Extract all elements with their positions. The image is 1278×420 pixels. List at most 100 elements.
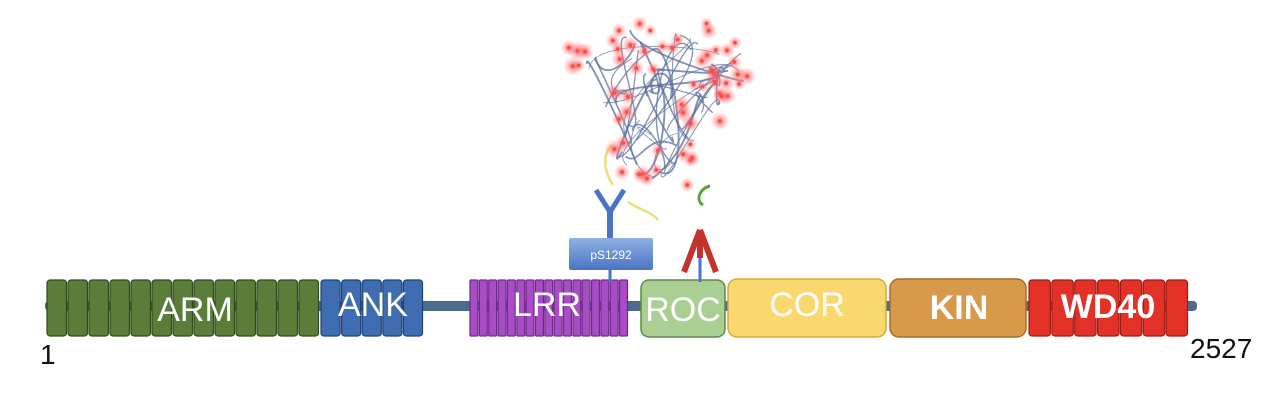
domain-kin-label: KIN: [930, 289, 989, 327]
aggregate-dot: [660, 44, 665, 49]
aggregate-dot: [688, 121, 693, 126]
aggregate-fiber: [654, 133, 677, 170]
aggregate-dot: [690, 155, 694, 160]
lrr-segment: [544, 279, 554, 337]
aggregate-dot: [617, 28, 621, 33]
aggregate-dot: [626, 94, 630, 99]
lrr-segment: [534, 279, 545, 337]
aggregate-fiber: [642, 73, 675, 143]
ank-segment: [402, 279, 424, 337]
antibody-roc-arm-right: [697, 228, 719, 274]
domain-arm: ARM: [46, 279, 320, 337]
aggregate-dot: [656, 148, 660, 153]
aggregate-dot: [699, 59, 704, 63]
position-end-label: 2527: [1190, 333, 1252, 364]
arm-segment: [46, 279, 68, 337]
aggregate-fiber: [637, 126, 667, 150]
aggregate-dot: [675, 37, 680, 42]
roc-box: [640, 279, 726, 338]
wd40-repeat-segments: [1028, 279, 1189, 337]
aggregate-dot: [736, 72, 740, 77]
ank-segment: [382, 279, 403, 337]
aggregate-fiber: [695, 91, 714, 114]
aggregate-dot: [654, 168, 659, 172]
aggregate-dot: [712, 80, 717, 84]
aggregate-dot: [725, 48, 729, 53]
aggregate-dot: [718, 119, 722, 123]
domain-ank: ANK: [320, 279, 424, 337]
domain-ank-label: ANK: [338, 286, 408, 324]
cor-box: [727, 278, 887, 338]
aggregate-dot: [710, 68, 714, 73]
lrr-segment: [478, 279, 488, 337]
domain-lrr: LRR: [469, 279, 629, 337]
aggregate-dot: [688, 142, 693, 147]
aggregate-dot: [733, 40, 737, 45]
domain-wd40: WD40: [1028, 279, 1189, 337]
lrr-segment: [572, 279, 582, 337]
arm-segment: [256, 279, 278, 337]
lrr-segment: [609, 279, 619, 337]
aggregate-dot: [567, 45, 571, 50]
antibody-ps1292-arm-left: [593, 188, 613, 214]
arm-segment: [151, 279, 173, 337]
lrr-segment: [497, 279, 507, 337]
lrr-segment: [516, 279, 526, 337]
lrr-segment: [488, 279, 498, 337]
arm-segment: [67, 279, 89, 337]
aggregate-dot: [651, 67, 656, 71]
ank-repeat-segments: [320, 279, 424, 337]
aggregate-dot: [670, 46, 674, 50]
aggregate-dot: [685, 183, 690, 187]
ank-segment: [320, 279, 341, 337]
antibody-roc-tag: [697, 184, 711, 207]
aggregate-dot: [691, 82, 696, 87]
arm-segment: [172, 279, 194, 337]
wd40-segment: [1119, 279, 1143, 337]
aggregate-dot: [681, 110, 685, 115]
arm-segment: [193, 279, 215, 337]
antibody-ps1292-arm-right: [607, 188, 627, 214]
arm-segment: [88, 279, 110, 337]
arm-segment: [298, 279, 320, 337]
wd40-segment: [1074, 279, 1097, 337]
domain-arm-label: ARM: [157, 291, 233, 329]
arm-segment: [214, 279, 236, 337]
lrr-segment: [600, 279, 610, 337]
lrr-segment: [553, 279, 563, 337]
lrr-segment: [618, 279, 629, 337]
kin-box: [889, 278, 1027, 338]
aggregate-fiber: [585, 60, 638, 166]
antibody-roc: [681, 184, 719, 282]
protein-aggregate: [560, 15, 757, 193]
aggregate-dot: [624, 110, 629, 114]
domain-kin: KIN: [889, 278, 1027, 338]
aggregate-fiber: [618, 41, 699, 158]
ank-segment: [361, 279, 382, 337]
arm-segment: [130, 279, 152, 337]
lrr-segment: [590, 279, 601, 337]
domain-wd40-label: WD40: [1061, 288, 1155, 326]
aggregate-dot: [681, 152, 685, 156]
aggregate-dot: [615, 47, 620, 51]
domain-roc-label: ROC: [645, 291, 721, 329]
arm-segment: [277, 279, 299, 337]
lrr-repeat-segments: [469, 279, 629, 337]
arm-repeat-segments: [46, 279, 320, 337]
domain-cor-label: COR: [769, 286, 845, 324]
aggregate-dot: [642, 49, 647, 54]
wd40-segment: [1096, 279, 1120, 337]
aggregate-dot: [724, 81, 728, 85]
domain-cor: COR: [727, 278, 887, 338]
aggregate-dot: [637, 22, 642, 26]
lrr-segment: [581, 279, 591, 337]
antibody-ps1292: pS1292: [569, 144, 659, 282]
arm-segment: [109, 279, 131, 337]
aggregate-dot: [611, 38, 615, 43]
domain-roc: ROC: [640, 279, 726, 338]
ps1292-badge-label: pS1292: [590, 248, 632, 262]
lrr-segment: [506, 279, 516, 337]
aggregate-dot: [620, 170, 624, 174]
ps1292-badge: [569, 238, 653, 270]
